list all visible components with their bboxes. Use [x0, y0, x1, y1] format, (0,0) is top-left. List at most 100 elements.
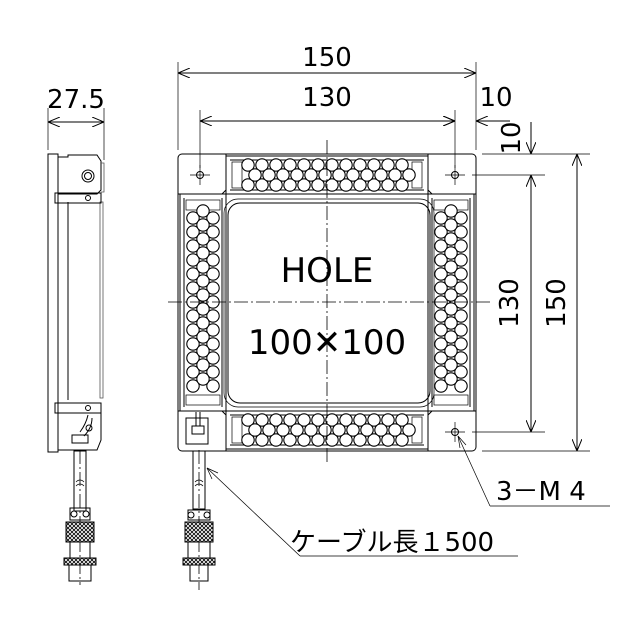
- led-icon: [444, 204, 458, 218]
- led-icon: [206, 323, 220, 337]
- led-icon: [206, 267, 220, 281]
- led-icon: [325, 178, 339, 192]
- led-icon: [269, 178, 283, 192]
- led-icon: [395, 413, 409, 427]
- led-icon: [196, 330, 210, 344]
- led-icon: [395, 158, 409, 172]
- led-icon: [304, 168, 318, 182]
- side-view: 27.5: [47, 85, 105, 585]
- led-icon: [367, 433, 381, 447]
- led-icon: [444, 372, 458, 386]
- led-icon: [434, 211, 448, 225]
- cable-leader: [206, 467, 301, 557]
- led-icon: [241, 413, 255, 427]
- led-icon: [454, 323, 468, 337]
- led-icon: [283, 178, 297, 192]
- led-icon: [454, 351, 468, 365]
- led-icon: [255, 413, 269, 427]
- led-icon: [196, 316, 210, 330]
- led-icon: [454, 281, 468, 295]
- led-icon: [434, 379, 448, 393]
- led-icon: [206, 351, 220, 365]
- led-icon: [311, 178, 325, 192]
- led-icon: [402, 168, 416, 182]
- led-icon: [434, 309, 448, 323]
- led-icon: [241, 433, 255, 447]
- led-array-bottom: [241, 413, 416, 447]
- led-icon: [186, 239, 200, 253]
- led-icon: [339, 433, 353, 447]
- led-icon: [186, 365, 200, 379]
- led-icon: [454, 225, 468, 239]
- led-icon: [186, 309, 200, 323]
- led-icon: [454, 253, 468, 267]
- led-icon: [290, 423, 304, 437]
- led-icon: [381, 158, 395, 172]
- led-icon: [186, 351, 200, 365]
- mounting-hole-leader: [457, 435, 491, 507]
- led-icon: [434, 267, 448, 281]
- led-icon: [297, 413, 311, 427]
- led-icon: [283, 433, 297, 447]
- led-icon: [186, 281, 200, 295]
- front-view: 150 130 10 10 130 150: [168, 43, 610, 590]
- led-icon: [444, 232, 458, 246]
- cable-length-callout: ケーブル長１500: [290, 528, 494, 558]
- led-icon: [186, 379, 200, 393]
- led-icon: [283, 413, 297, 427]
- led-icon: [444, 274, 458, 288]
- led-icon: [255, 433, 269, 447]
- led-icon: [269, 158, 283, 172]
- led-icon: [454, 365, 468, 379]
- led-icon: [434, 225, 448, 239]
- led-icon: [186, 267, 200, 281]
- led-icon: [353, 178, 367, 192]
- led-icon: [360, 423, 374, 437]
- led-icon: [206, 239, 220, 253]
- led-icon: [444, 344, 458, 358]
- led-icon: [444, 358, 458, 372]
- led-icon: [367, 178, 381, 192]
- led-icon: [206, 379, 220, 393]
- led-icon: [444, 330, 458, 344]
- led-icon: [248, 168, 262, 182]
- led-icon: [196, 372, 210, 386]
- led-icon: [454, 309, 468, 323]
- led-icon: [454, 211, 468, 225]
- led-icon: [339, 413, 353, 427]
- led-icon: [186, 337, 200, 351]
- led-icon: [434, 253, 448, 267]
- led-icon: [346, 168, 360, 182]
- led-icon: [283, 158, 297, 172]
- led-icon: [255, 178, 269, 192]
- led-icon: [186, 323, 200, 337]
- led-icon: [367, 158, 381, 172]
- led-icon: [304, 423, 318, 437]
- led-icon: [206, 337, 220, 351]
- led-icon: [395, 178, 409, 192]
- led-icon: [444, 246, 458, 260]
- led-icon: [374, 168, 388, 182]
- led-icon: [269, 413, 283, 427]
- led-icon: [206, 225, 220, 239]
- led-icon: [297, 433, 311, 447]
- led-icon: [353, 158, 367, 172]
- led-icon: [318, 168, 332, 182]
- led-icon: [388, 168, 402, 182]
- led-icon: [196, 344, 210, 358]
- led-icon: [381, 413, 395, 427]
- mounting-hole-top-right: [445, 165, 465, 185]
- mounting-holes-callout: 3－M 4: [496, 477, 586, 507]
- led-icon: [454, 267, 468, 281]
- led-icon: [269, 433, 283, 447]
- led-icon: [206, 365, 220, 379]
- led-icon: [318, 423, 332, 437]
- led-icon: [353, 433, 367, 447]
- led-icon: [332, 423, 346, 437]
- led-icon: [434, 281, 448, 295]
- led-icon: [381, 178, 395, 192]
- led-icon: [206, 211, 220, 225]
- led-icon: [454, 337, 468, 351]
- hole-pitch-height-dimension: 130: [495, 278, 525, 328]
